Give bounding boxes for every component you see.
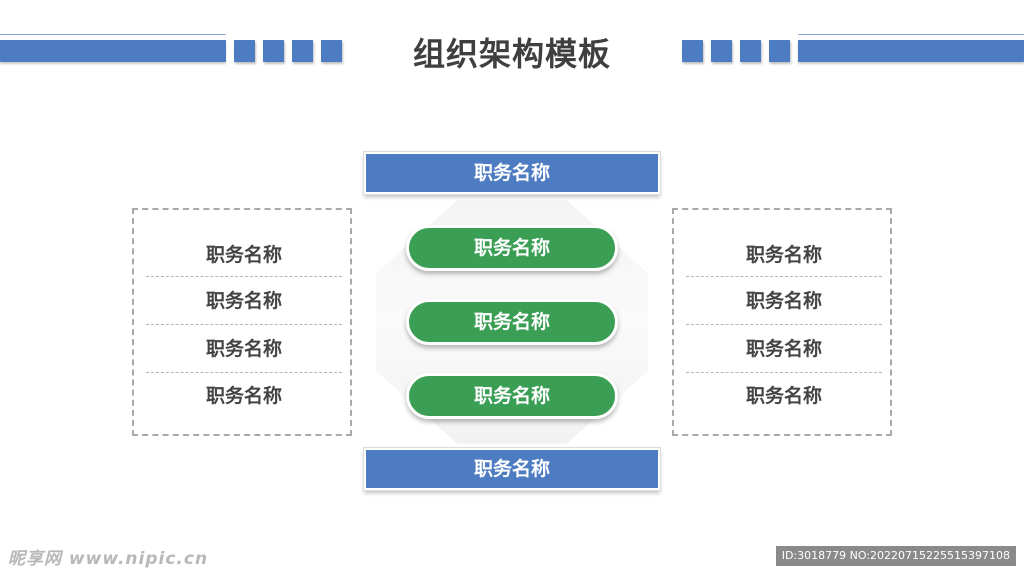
left-panel-item-3[interactable]: 职务名称 — [205, 338, 282, 360]
image-id-watermark: ID:3018779 NO:20220715225515397108 — [775, 546, 1016, 566]
left-panel-item-1[interactable]: 职务名称 — [205, 244, 282, 266]
center-position-pill-1[interactable]: 职务名称 — [406, 225, 618, 271]
header-square-left-4 — [321, 40, 342, 62]
center-position-pill-3[interactable]: 职务名称 — [406, 373, 618, 419]
bottom-position-box[interactable]: 职务名称 — [363, 447, 661, 491]
site-watermark: 昵享网 www.nipic.cn — [8, 549, 209, 569]
header-square-left-2 — [263, 40, 284, 62]
header-bar-right — [798, 40, 1024, 62]
top-position-box[interactable]: 职务名称 — [363, 151, 661, 195]
header-square-right-3 — [740, 40, 761, 62]
left-panel-item-4[interactable]: 职务名称 — [205, 385, 282, 407]
center-position-pill-2[interactable]: 职务名称 — [406, 299, 618, 345]
header-thin-line-right — [798, 34, 1024, 35]
left-panel-divider-3 — [146, 372, 342, 373]
header-square-left-1 — [234, 40, 255, 62]
left-panel-divider-1 — [146, 276, 342, 277]
page-title: 组织架构模板 — [412, 35, 611, 73]
header-bar-left — [0, 40, 226, 62]
left-panel-item-2[interactable]: 职务名称 — [205, 290, 282, 312]
header-thin-line-left — [0, 34, 226, 35]
right-panel-item-1[interactable]: 职务名称 — [745, 244, 822, 266]
left-panel-divider-2 — [146, 324, 342, 325]
right-panel-divider-3 — [686, 372, 882, 373]
right-panel-item-2[interactable]: 职务名称 — [745, 290, 822, 312]
left-position-panel: 职务名称 职务名称 职务名称 职务名称 — [132, 208, 352, 436]
header-square-right-4 — [769, 40, 790, 62]
right-position-panel: 职务名称 职务名称 职务名称 职务名称 — [672, 208, 892, 436]
right-panel-item-3[interactable]: 职务名称 — [745, 338, 822, 360]
header-square-left-3 — [292, 40, 313, 62]
right-panel-divider-1 — [686, 276, 882, 277]
header-square-right-1 — [682, 40, 703, 62]
right-panel-item-4[interactable]: 职务名称 — [745, 385, 822, 407]
right-panel-divider-2 — [686, 324, 882, 325]
header-square-right-2 — [711, 40, 732, 62]
